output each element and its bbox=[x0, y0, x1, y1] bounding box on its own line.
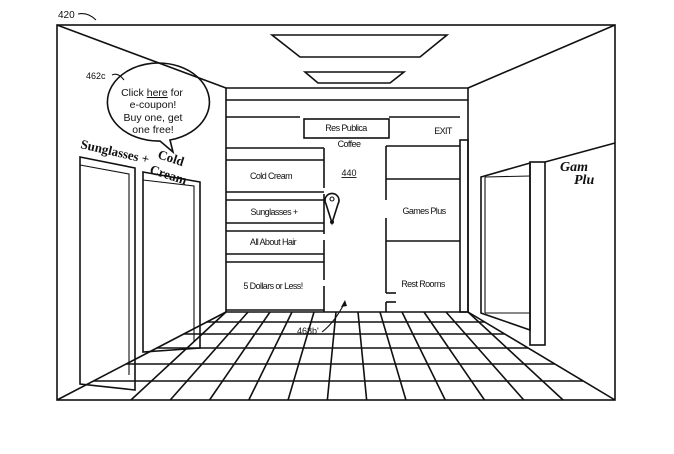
store-games-plus[interactable]: Games Plus bbox=[402, 206, 447, 216]
location-pin-icon[interactable] bbox=[324, 192, 340, 226]
sign-plus: Plu bbox=[574, 173, 594, 188]
bubble-text: for bbox=[168, 87, 184, 99]
store-sunglasses[interactable]: Sunglasses + bbox=[250, 207, 298, 217]
coupon-bubble[interactable]: Click here for e-coupon! Buy one, get on… bbox=[106, 62, 211, 155]
floor-line bbox=[445, 311, 525, 401]
store-cold-cream[interactable]: Cold Cream bbox=[250, 171, 293, 181]
store-res-publica-coffee[interactable]: Coffee bbox=[338, 139, 362, 149]
coupon-link[interactable]: here bbox=[147, 87, 168, 99]
arrow-head-icon bbox=[341, 300, 347, 307]
floor-line bbox=[357, 311, 368, 401]
floor-line bbox=[169, 311, 249, 401]
exit-label[interactable]: EXIT bbox=[434, 126, 453, 136]
sign-games: Gam bbox=[560, 160, 588, 175]
sign-cream: Cream bbox=[148, 162, 189, 188]
directory-board bbox=[226, 99, 469, 313]
right-storefront bbox=[480, 142, 616, 346]
floor-line bbox=[326, 311, 337, 401]
store-res-publica[interactable]: Res Publica bbox=[325, 123, 368, 133]
bubble-text: Click bbox=[121, 87, 147, 99]
floor-grid bbox=[93, 311, 584, 401]
frame bbox=[56, 24, 616, 401]
figure-ref: 420 bbox=[58, 10, 75, 21]
floor-line bbox=[208, 311, 271, 401]
floor-line bbox=[248, 311, 293, 401]
floor-line bbox=[130, 311, 227, 401]
figure-ref-leader bbox=[77, 13, 97, 21]
floor-line bbox=[423, 311, 486, 401]
store-all-about-hair[interactable]: All About Hair bbox=[250, 237, 297, 247]
store-5-dollars[interactable]: 5 Dollars or Less! bbox=[243, 281, 303, 291]
callout-leader bbox=[111, 73, 125, 81]
location-ref: 440 bbox=[341, 168, 356, 178]
arrow-ref: 468b' bbox=[297, 326, 319, 336]
svg-text:Click here for: Click here for bbox=[121, 87, 183, 99]
floor-line bbox=[401, 311, 446, 401]
left-storefronts bbox=[79, 156, 201, 391]
store-rest-rooms[interactable]: Rest Rooms bbox=[401, 279, 446, 289]
floor-line bbox=[467, 311, 564, 401]
floor-line bbox=[287, 311, 315, 401]
ceiling-light bbox=[302, 71, 407, 84]
callout-ref: 462c bbox=[86, 71, 106, 81]
bubble-text: e-coupon! bbox=[130, 99, 177, 111]
bubble-text: one free! bbox=[132, 124, 173, 136]
ceiling-light bbox=[269, 34, 450, 58]
sign-sunglasses: Sunglasses + bbox=[79, 136, 151, 166]
floor-line bbox=[379, 311, 407, 401]
bubble-text: Buy one, get bbox=[124, 112, 183, 124]
